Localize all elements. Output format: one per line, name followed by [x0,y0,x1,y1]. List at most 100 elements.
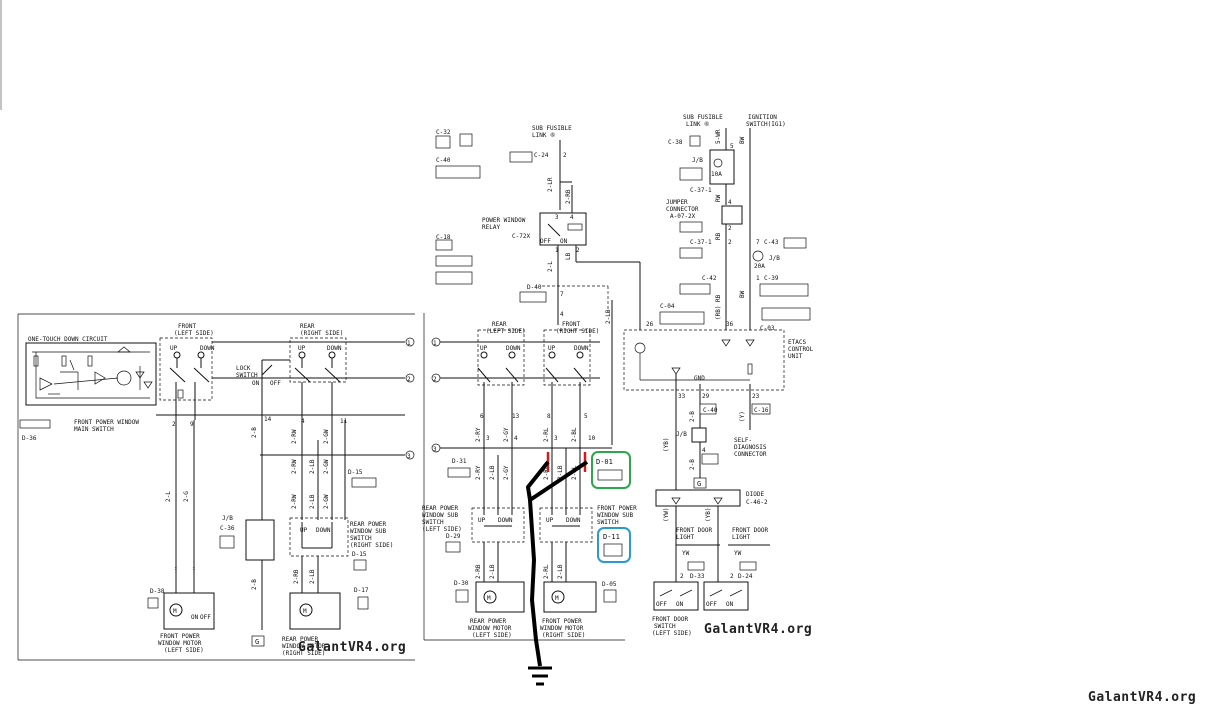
front-motor-right-label-1: FRONT POWER [542,618,582,625]
svg-text:10: 10 [588,435,596,442]
rear-right-switch-contacts [294,351,341,383]
front-motor-left-label-1: FRONT POWER [160,633,200,640]
svg-text:2-RB: 2-RB [565,189,572,204]
svg-text:DOWN: DOWN [566,517,581,524]
etacs-control-unit-box [623,329,785,391]
svg-text:UP: UP [478,517,486,524]
c38-code: C-38 [668,139,683,146]
svg-text:WINDOW SUB: WINDOW SUB [350,528,387,535]
svg-text:↕: ↕ [174,565,178,572]
svg-text:2-LB: 2-LB [309,459,316,474]
lock-switch-label: LOCK [236,365,251,372]
svg-text:(RIGHT SIDE): (RIGHT SIDE) [350,542,393,549]
svg-text:2-GW: 2-GW [323,494,330,509]
d01-code: D-01 [596,458,613,466]
svg-text:33: 33 [678,393,686,400]
svg-text:ON: ON [726,601,734,608]
svg-text:WINDOW MOTOR: WINDOW MOTOR [468,625,512,632]
svg-text:(LEFT SIDE): (LEFT SIDE) [174,330,214,337]
svg-text:2-GW: 2-GW [323,429,330,444]
svg-text:DIAGNOSIS: DIAGNOSIS [734,444,767,451]
gnd-label: GND [694,375,705,382]
svg-text:YW: YW [682,550,690,557]
svg-text:(LEFT SIDE): (LEFT SIDE) [486,328,526,335]
svg-text:DOWN: DOWN [327,345,342,352]
svg-text:(LEFT SIDE): (LEFT SIDE) [652,630,692,637]
svg-text:6: 6 [480,413,484,420]
svg-text:4: 4 [570,214,574,221]
svg-text:DOWN: DOWN [498,517,513,524]
one-touch-down-circuit-label: ONE-TOUCH DOWN CIRCUIT [28,336,108,343]
c42-code: C-42 [702,275,717,282]
svg-text:OFF: OFF [270,380,281,387]
svg-text:J/B: J/B [676,431,687,438]
jb-label-left: J/B [222,515,233,522]
svg-text:YW: YW [734,550,742,557]
d31-code: D-31 [452,458,467,465]
svg-text:4: 4 [728,199,732,206]
d40-code: D-40 [527,284,542,291]
watermark-3: GalantVR4.org [1088,690,1196,705]
c40-code: C-40 [436,157,451,164]
sub-fusible-link-label: SUB FUSIBLE [532,125,572,132]
svg-text:SWITCH: SWITCH [597,519,619,526]
svg-text:OFF: OFF [706,601,717,608]
svg-text:2-LB: 2-LB [489,564,496,579]
center-switch-contacts [477,351,587,383]
svg-text:BW: BW [739,136,746,144]
svg-text:4: 4 [301,418,305,425]
svg-text:2-RW: 2-RW [291,494,298,509]
d11-highlight [597,527,631,563]
jb-code-left: C-36 [220,525,235,532]
svg-text:(RIGHT SIDE): (RIGHT SIDE) [282,650,325,657]
svg-text:3: 3 [433,446,437,453]
main-switch-code: D-36 [22,435,37,442]
watermark-2: GalantVR4.org [704,622,812,637]
d38-code: D-38 [150,588,165,595]
svg-text:LIGHT: LIGHT [732,534,750,541]
svg-text:OFF: OFF [656,601,667,608]
svg-text:(YW): (YW) [663,508,670,522]
svg-text:DOWN: DOWN [574,345,589,352]
svg-text:4: 4 [514,435,518,442]
svg-text:2-G: 2-G [183,491,190,502]
svg-text:3: 3 [407,453,411,460]
svg-text:RB: RB [715,294,722,302]
rear-motor-left-box [475,581,525,613]
d17-code: D-17 [354,587,369,594]
svg-text:C-40: C-40 [703,407,718,414]
svg-text:9: 9 [190,421,194,428]
svg-text:ON: ON [560,238,568,245]
svg-text:SWITCH: SWITCH [350,535,372,542]
d01-highlight [591,451,631,489]
svg-text:26: 26 [646,321,654,328]
terminal-3-left [405,450,415,460]
svg-text:D-15: D-15 [352,551,367,558]
ignition-switch-label: IGNITION [748,114,777,121]
main-switch-label-1: FRONT POWER WINDOW [74,419,139,426]
svg-text:RELAY: RELAY [482,224,500,231]
svg-text:2: 2 [728,239,732,246]
svg-text:8: 8 [547,413,551,420]
svg-text:3: 3 [554,435,558,442]
svg-text:(YB): (YB) [663,438,670,452]
svg-text:10A: 10A [711,171,722,178]
svg-text:2-GW: 2-GW [323,459,330,474]
svg-text:(LEFT SIDE): (LEFT SIDE) [164,647,204,654]
front-left-switch-contacts [169,351,210,420]
svg-text:(LEFT SIDE): (LEFT SIDE) [422,526,462,533]
svg-text:SWITCH(IG1): SWITCH(IG1) [746,121,786,128]
svg-text:2-RY: 2-RY [475,427,482,442]
svg-text:1: 1 [433,340,437,347]
svg-text:CONNECTOR: CONNECTOR [734,451,767,458]
svg-text:2-LB: 2-LB [605,309,612,324]
svg-text:2-GY: 2-GY [503,465,510,480]
terminal-2-left [405,373,415,383]
svg-text:ON: ON [676,601,684,608]
svg-text:UP: UP [546,517,554,524]
svg-text:LINK ⑥: LINK ⑥ [532,132,555,139]
front-motor-right-box [543,581,597,613]
svg-text:2-LB: 2-LB [557,564,564,579]
svg-text:UP: UP [170,345,178,352]
